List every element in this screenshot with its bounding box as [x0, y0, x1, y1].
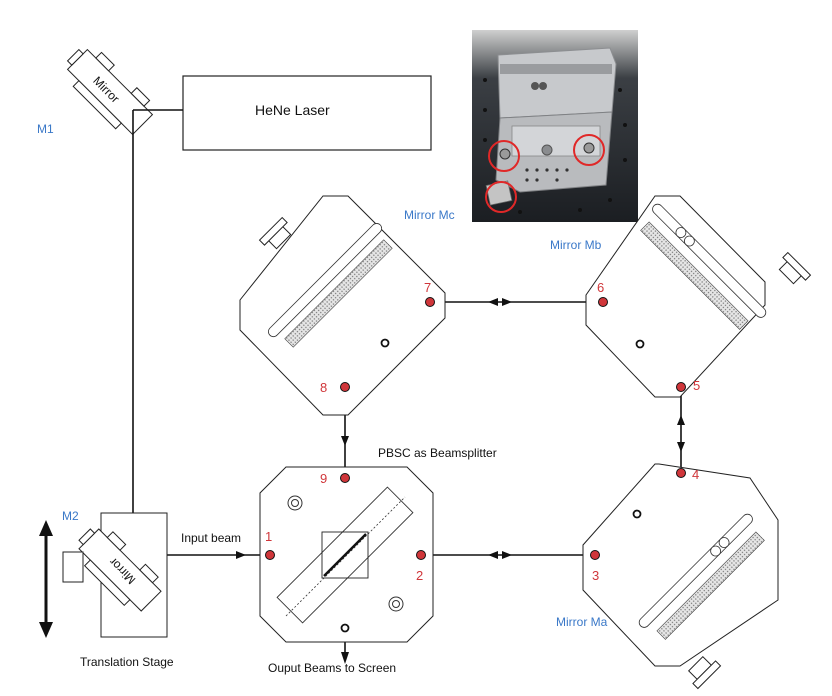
- beam-points: 1 2 3 4 5 6 7 8 9: [265, 280, 700, 583]
- point-2: 2: [416, 568, 423, 583]
- pbsc-label: PBSC as Beamsplitter: [378, 446, 497, 460]
- mirror-ma: [582, 463, 779, 690]
- pbsc-beamsplitter: [259, 466, 434, 643]
- point-1: 1: [265, 529, 272, 544]
- point-4: 4: [692, 467, 699, 482]
- m2-label: M2: [62, 509, 79, 523]
- point-9: 9: [320, 471, 327, 486]
- point-3: 3: [592, 568, 599, 583]
- hene-laser: HeNe Laser: [182, 75, 432, 151]
- mirror-mc-label: Mirror Mc: [404, 208, 455, 222]
- mount-photo: [472, 30, 638, 222]
- mirror-m1: Mirror: [66, 48, 154, 136]
- mirror-mc: [239, 195, 446, 416]
- point-7: 7: [424, 280, 431, 295]
- mirror-mb: [585, 195, 812, 398]
- output-beams-label: Ouput Beams to Screen: [268, 661, 396, 675]
- point-6: 6: [597, 280, 604, 295]
- m1-label: M1: [37, 122, 54, 136]
- translation-stage: Mirror: [39, 512, 168, 638]
- translation-stage-label: Translation Stage: [80, 655, 174, 669]
- mirror-ma-label: Mirror Ma: [556, 615, 608, 629]
- mirror-mb-label: Mirror Mb: [550, 238, 602, 252]
- input-beam-label: Input beam: [181, 531, 241, 545]
- laser-label: HeNe Laser: [255, 102, 330, 118]
- point-8: 8: [320, 380, 327, 395]
- point-5: 5: [693, 378, 700, 393]
